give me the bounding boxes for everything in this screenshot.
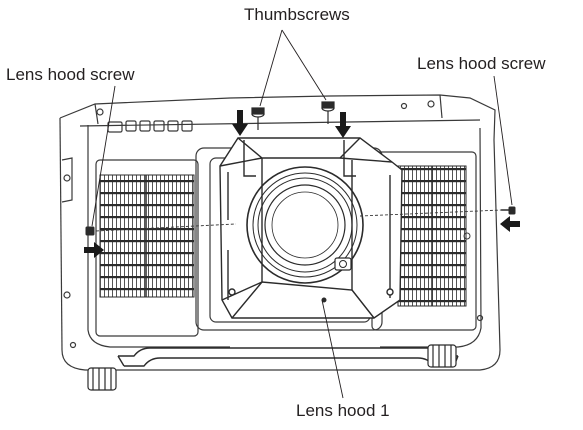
lens-hood-screw-left	[85, 226, 95, 236]
right-foot	[427, 344, 457, 368]
arrow-icon	[335, 112, 351, 138]
leader-lines	[91, 29, 513, 399]
arrow-icon	[500, 216, 520, 232]
lens-hood-label: Lens hood 1	[296, 401, 390, 420]
lens-hood-screw-left-label: Lens hood screw	[6, 65, 135, 84]
left-vent-grille	[95, 159, 199, 337]
thumbscrew-right	[321, 101, 335, 124]
thumbscrews-label: Thumbscrews	[244, 5, 350, 24]
front-handle	[117, 347, 459, 367]
arrow-icon	[232, 110, 248, 136]
right-vent-grille	[371, 151, 477, 331]
arrow-icon	[84, 242, 104, 258]
projection-lens	[246, 166, 364, 284]
thumbscrew-left	[251, 107, 265, 130]
alignment-lines	[95, 209, 503, 232]
lens-hood-screw-right	[501, 206, 516, 215]
lens-hood-screw-right-label: Lens hood screw	[417, 54, 546, 73]
left-foot	[87, 367, 117, 391]
projector-body	[59, 94, 501, 371]
